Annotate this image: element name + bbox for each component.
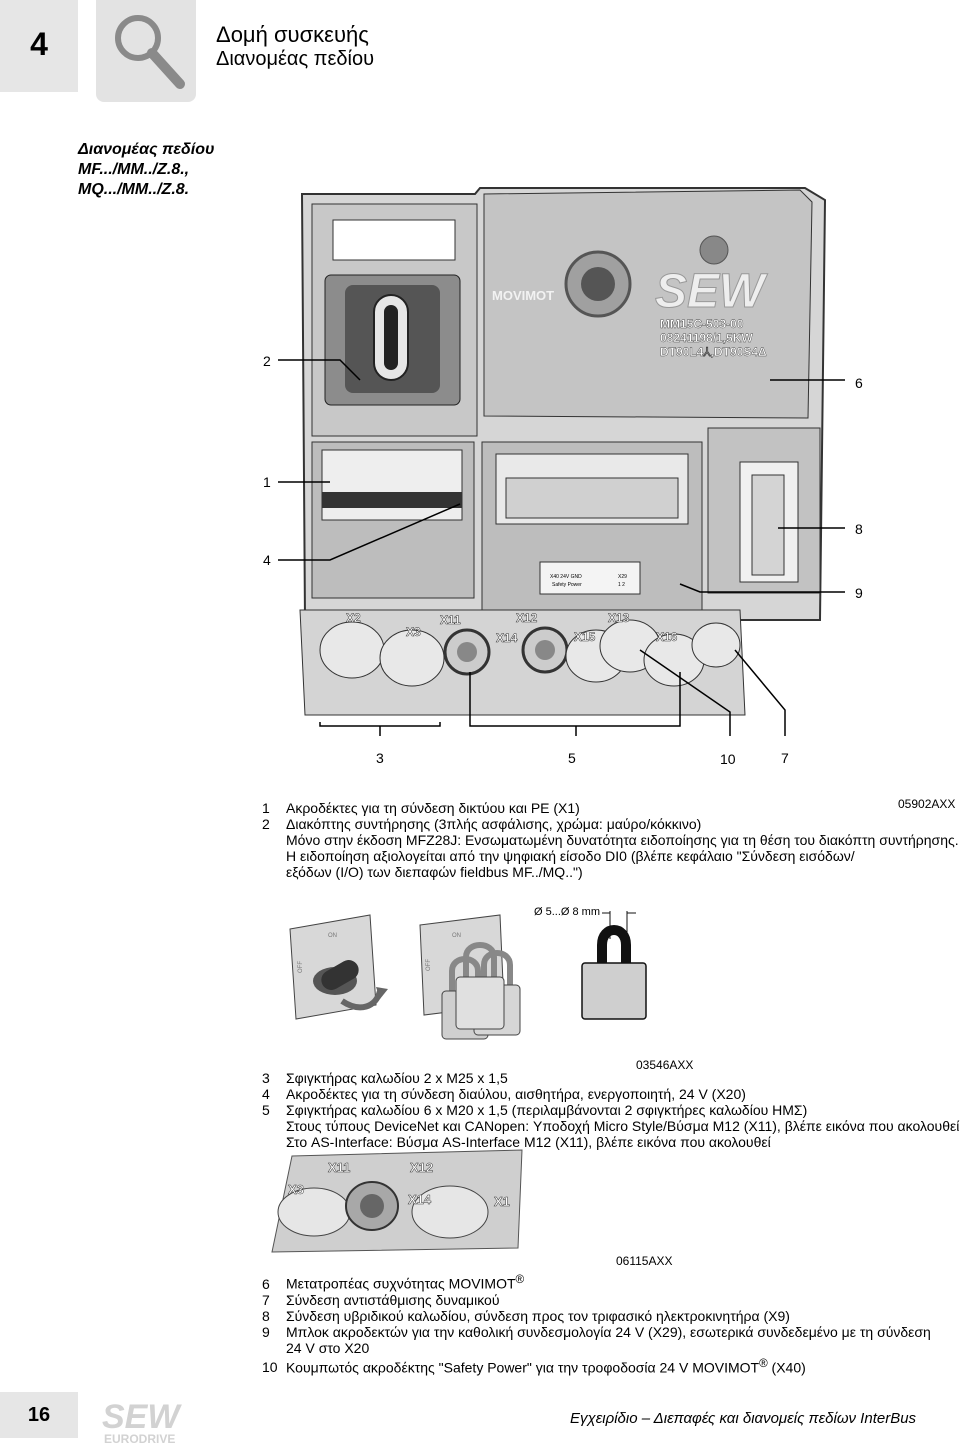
legend-item: Στους τύπους DeviceNet και CANopen: Υποδ… xyxy=(286,1118,960,1134)
port-label: X14 xyxy=(496,631,518,645)
section-heading-line: Διανομέας πεδίου xyxy=(78,141,215,158)
port-label: X11 xyxy=(328,1160,350,1175)
figure-code: 05902AXX xyxy=(898,797,955,810)
nameplate-line: DT90L4⅄,DT90S4Δ xyxy=(660,345,767,359)
sew-eurodrive-logo: SEW EURODRIVE xyxy=(102,1398,182,1446)
switch-rotated: ON OFF xyxy=(289,914,388,1020)
logo-text: SEW xyxy=(102,1398,182,1436)
port-label: X12 xyxy=(410,1160,433,1175)
movimot-logo: MOVIMOT xyxy=(492,288,554,303)
switch-on-label: ON xyxy=(328,933,337,939)
callout-number: 1 xyxy=(263,474,271,490)
section-heading: Διανομέας πεδίου MF.../MM../Z.8., MQ.../… xyxy=(78,140,214,200)
magnifier-icon-box xyxy=(96,0,196,102)
section-heading-line: MF.../MM../Z.8., xyxy=(78,161,190,178)
hole-diameter-label: Ø 5...Ø 8 mm xyxy=(534,906,600,918)
sew-logo: SEW xyxy=(655,265,768,318)
switch-on-label: ON xyxy=(452,933,461,939)
legend-item: Μόνο στην έκδοση MFZ28J: Ενσωματωμένη δυ… xyxy=(286,832,959,848)
port-label: X2 xyxy=(346,611,361,625)
legend-item: Η ειδοποίηση αξιολογείται από την ψηφιακ… xyxy=(286,848,855,864)
figure-code: 06115AXX xyxy=(616,1254,673,1268)
page-subtitle: Διανομέας πεδίου xyxy=(216,48,375,70)
callout-number: 2 xyxy=(263,353,271,369)
callout-number: 3 xyxy=(376,750,384,766)
field-distributor-figure: MOVIMOT SEW MM15C-503-00 08241198/1,5KW … xyxy=(263,187,955,810)
nameplate-line: MM15C-503-00 xyxy=(660,317,744,331)
callout-number: 6 xyxy=(855,375,863,391)
callout-number: 5 xyxy=(568,750,576,766)
switch-off-label: OFF xyxy=(298,961,304,973)
device-housing xyxy=(300,187,827,621)
m12-connector-figure: X3 X11 X12 X14 X1 06115AXX xyxy=(271,1149,673,1268)
page-number: 16 xyxy=(27,1404,51,1426)
port-label: X13 xyxy=(608,611,630,625)
page-title: Δομή συσκευής xyxy=(216,22,369,47)
safety-power-label: X29 xyxy=(618,574,627,580)
padlock-icon: Ø 5...Ø 8 mm xyxy=(534,906,647,1020)
movimot-branding: MOVIMOT SEW MM15C-503-00 08241198/1,5KW … xyxy=(492,265,769,360)
port-label: X3 xyxy=(288,1182,304,1197)
port-label: X11 xyxy=(440,613,461,627)
maintenance-switch-locking-figure: ON OFF ON OFF Ø 5...Ø 8 mm 03546AXX xyxy=(289,906,693,1072)
port-label: X14 xyxy=(408,1192,432,1207)
port-label: X12 xyxy=(516,611,538,625)
callout-number: 4 xyxy=(263,552,271,568)
safety-power-label: X40 24V GND xyxy=(550,574,582,580)
callout-number: 10 xyxy=(720,751,736,767)
footer-title: Εγχειρίδιο – Διεπαφές και διανομείς πεδί… xyxy=(570,1410,917,1427)
callout-number: 9 xyxy=(855,585,863,601)
port-label: X15 xyxy=(574,630,596,644)
switch-locked: ON OFF xyxy=(419,914,521,1040)
legend-item: 24 V στο X20 xyxy=(286,1339,370,1356)
cable-gland-plate: X2 X3 X11 X12 X13 X14 X15 X16 xyxy=(299,609,746,716)
figure-code: 03546AXX xyxy=(636,1058,693,1072)
callout-number: 8 xyxy=(855,521,863,537)
safety-power-label: 1 2 xyxy=(618,582,625,588)
port-label: X1 xyxy=(494,1194,510,1209)
page-number-tab xyxy=(0,1392,78,1438)
chapter-tab xyxy=(0,0,78,92)
logo-subtext: EURODRIVE xyxy=(104,1432,175,1446)
port-label: X3 xyxy=(406,625,421,639)
chapter-number: 4 xyxy=(30,26,48,62)
section-heading-line: MQ.../MM../Z.8. xyxy=(78,181,190,198)
nameplate-line: 08241198/1,5KW xyxy=(660,331,753,345)
legend-item: Στο AS-Interface: Βύσμα AS-Interface M12… xyxy=(286,1134,771,1150)
legend-item: εξόδων (I/O) των διεπαφών fieldbus MF../… xyxy=(286,864,583,880)
port-label: X16 xyxy=(656,630,678,644)
switch-off-label: OFF xyxy=(426,959,432,971)
safety-power-label: Safety Power xyxy=(552,582,582,588)
terminal-compartments: X40 24V GND Safety Power X29 1 2 xyxy=(311,427,821,615)
callout-number: 7 xyxy=(781,750,789,766)
magnifier-icon xyxy=(115,15,185,89)
callout-lines xyxy=(278,359,845,736)
